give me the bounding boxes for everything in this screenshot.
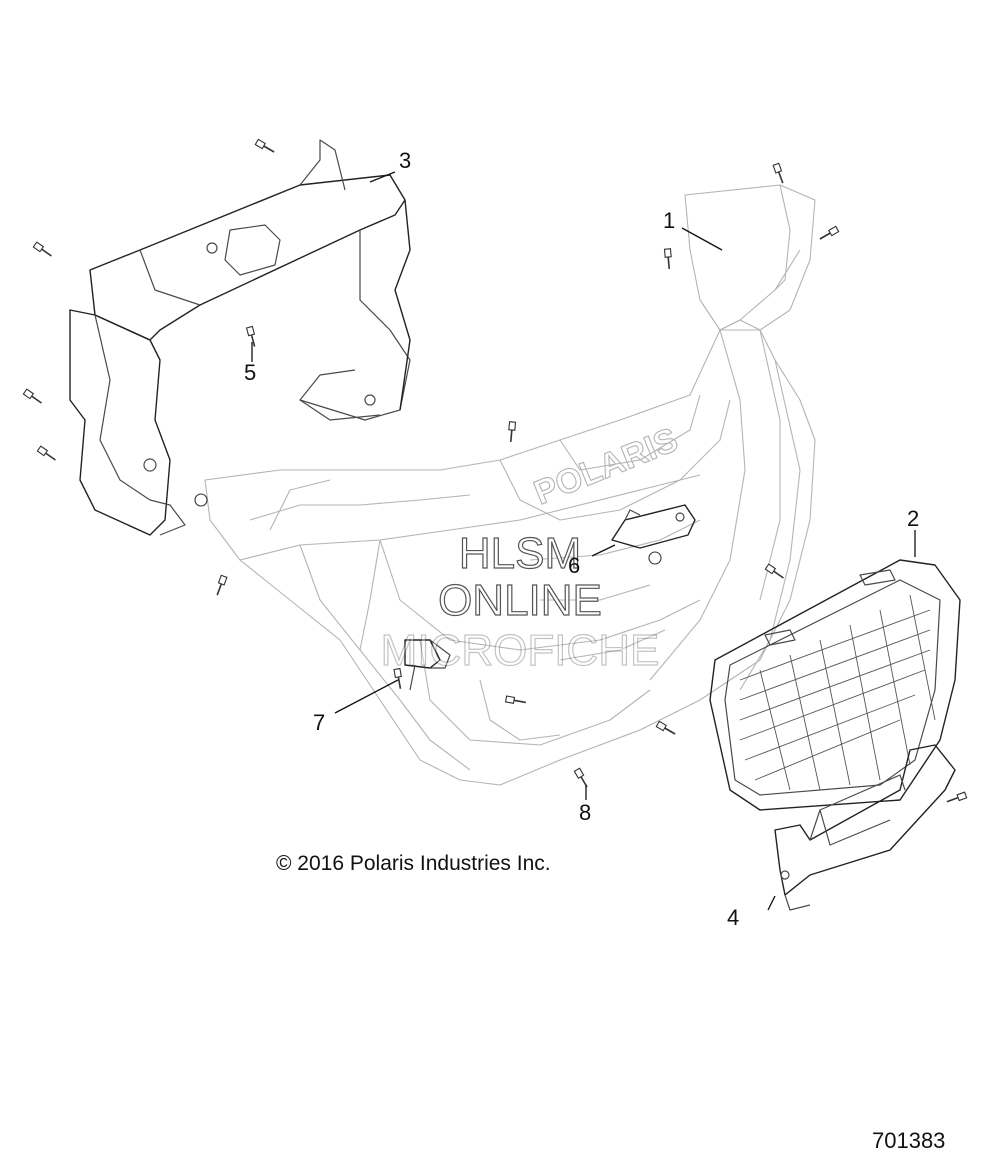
front-bumper-fascia: POLARIS — [204, 184, 816, 786]
screw — [245, 325, 256, 347]
callout-numbers: 1 2 3 4 5 6 7 8 — [244, 148, 919, 930]
callout-5: 5 — [244, 360, 256, 385]
fasteners — [22, 138, 968, 803]
watermark-line-2: ONLINE — [438, 576, 602, 625]
callout-7: 7 — [313, 710, 325, 735]
screw — [504, 695, 526, 704]
lower-bumper-panel — [774, 744, 956, 911]
screw — [254, 138, 275, 153]
mounting-bracket — [611, 504, 696, 549]
radiator-shroud-bracket — [69, 139, 411, 536]
leader-lines — [251, 171, 916, 911]
callout-3: 3 — [399, 148, 411, 173]
nut — [648, 551, 662, 565]
screw — [32, 241, 52, 257]
screw — [655, 720, 676, 735]
figure-number: 701383 — [872, 1128, 946, 1153]
callout-2: 2 — [907, 506, 919, 531]
screw — [216, 574, 228, 596]
watermark-line-1: HLSM — [459, 529, 581, 578]
screw — [663, 248, 672, 270]
callout-6: 6 — [568, 553, 580, 578]
watermark: HLSM ONLINE MICROFICHE — [380, 528, 660, 675]
callout-8: 8 — [579, 800, 591, 825]
screw — [946, 791, 968, 803]
callout-1: 1 — [663, 208, 675, 233]
screw — [393, 667, 402, 689]
watermark-line-3: MICROFICHE — [381, 626, 660, 675]
screw — [573, 767, 588, 788]
connector-fastener — [404, 639, 451, 691]
screw — [772, 162, 784, 184]
front-grille — [709, 559, 961, 811]
screw — [764, 563, 784, 579]
callout-4: 4 — [727, 905, 739, 930]
nut — [194, 493, 208, 507]
screw — [819, 225, 840, 240]
screw — [508, 421, 517, 443]
copyright-notice: © 2016 Polaris Industries Inc. — [276, 852, 551, 875]
screw — [22, 388, 42, 404]
screw — [36, 445, 56, 461]
